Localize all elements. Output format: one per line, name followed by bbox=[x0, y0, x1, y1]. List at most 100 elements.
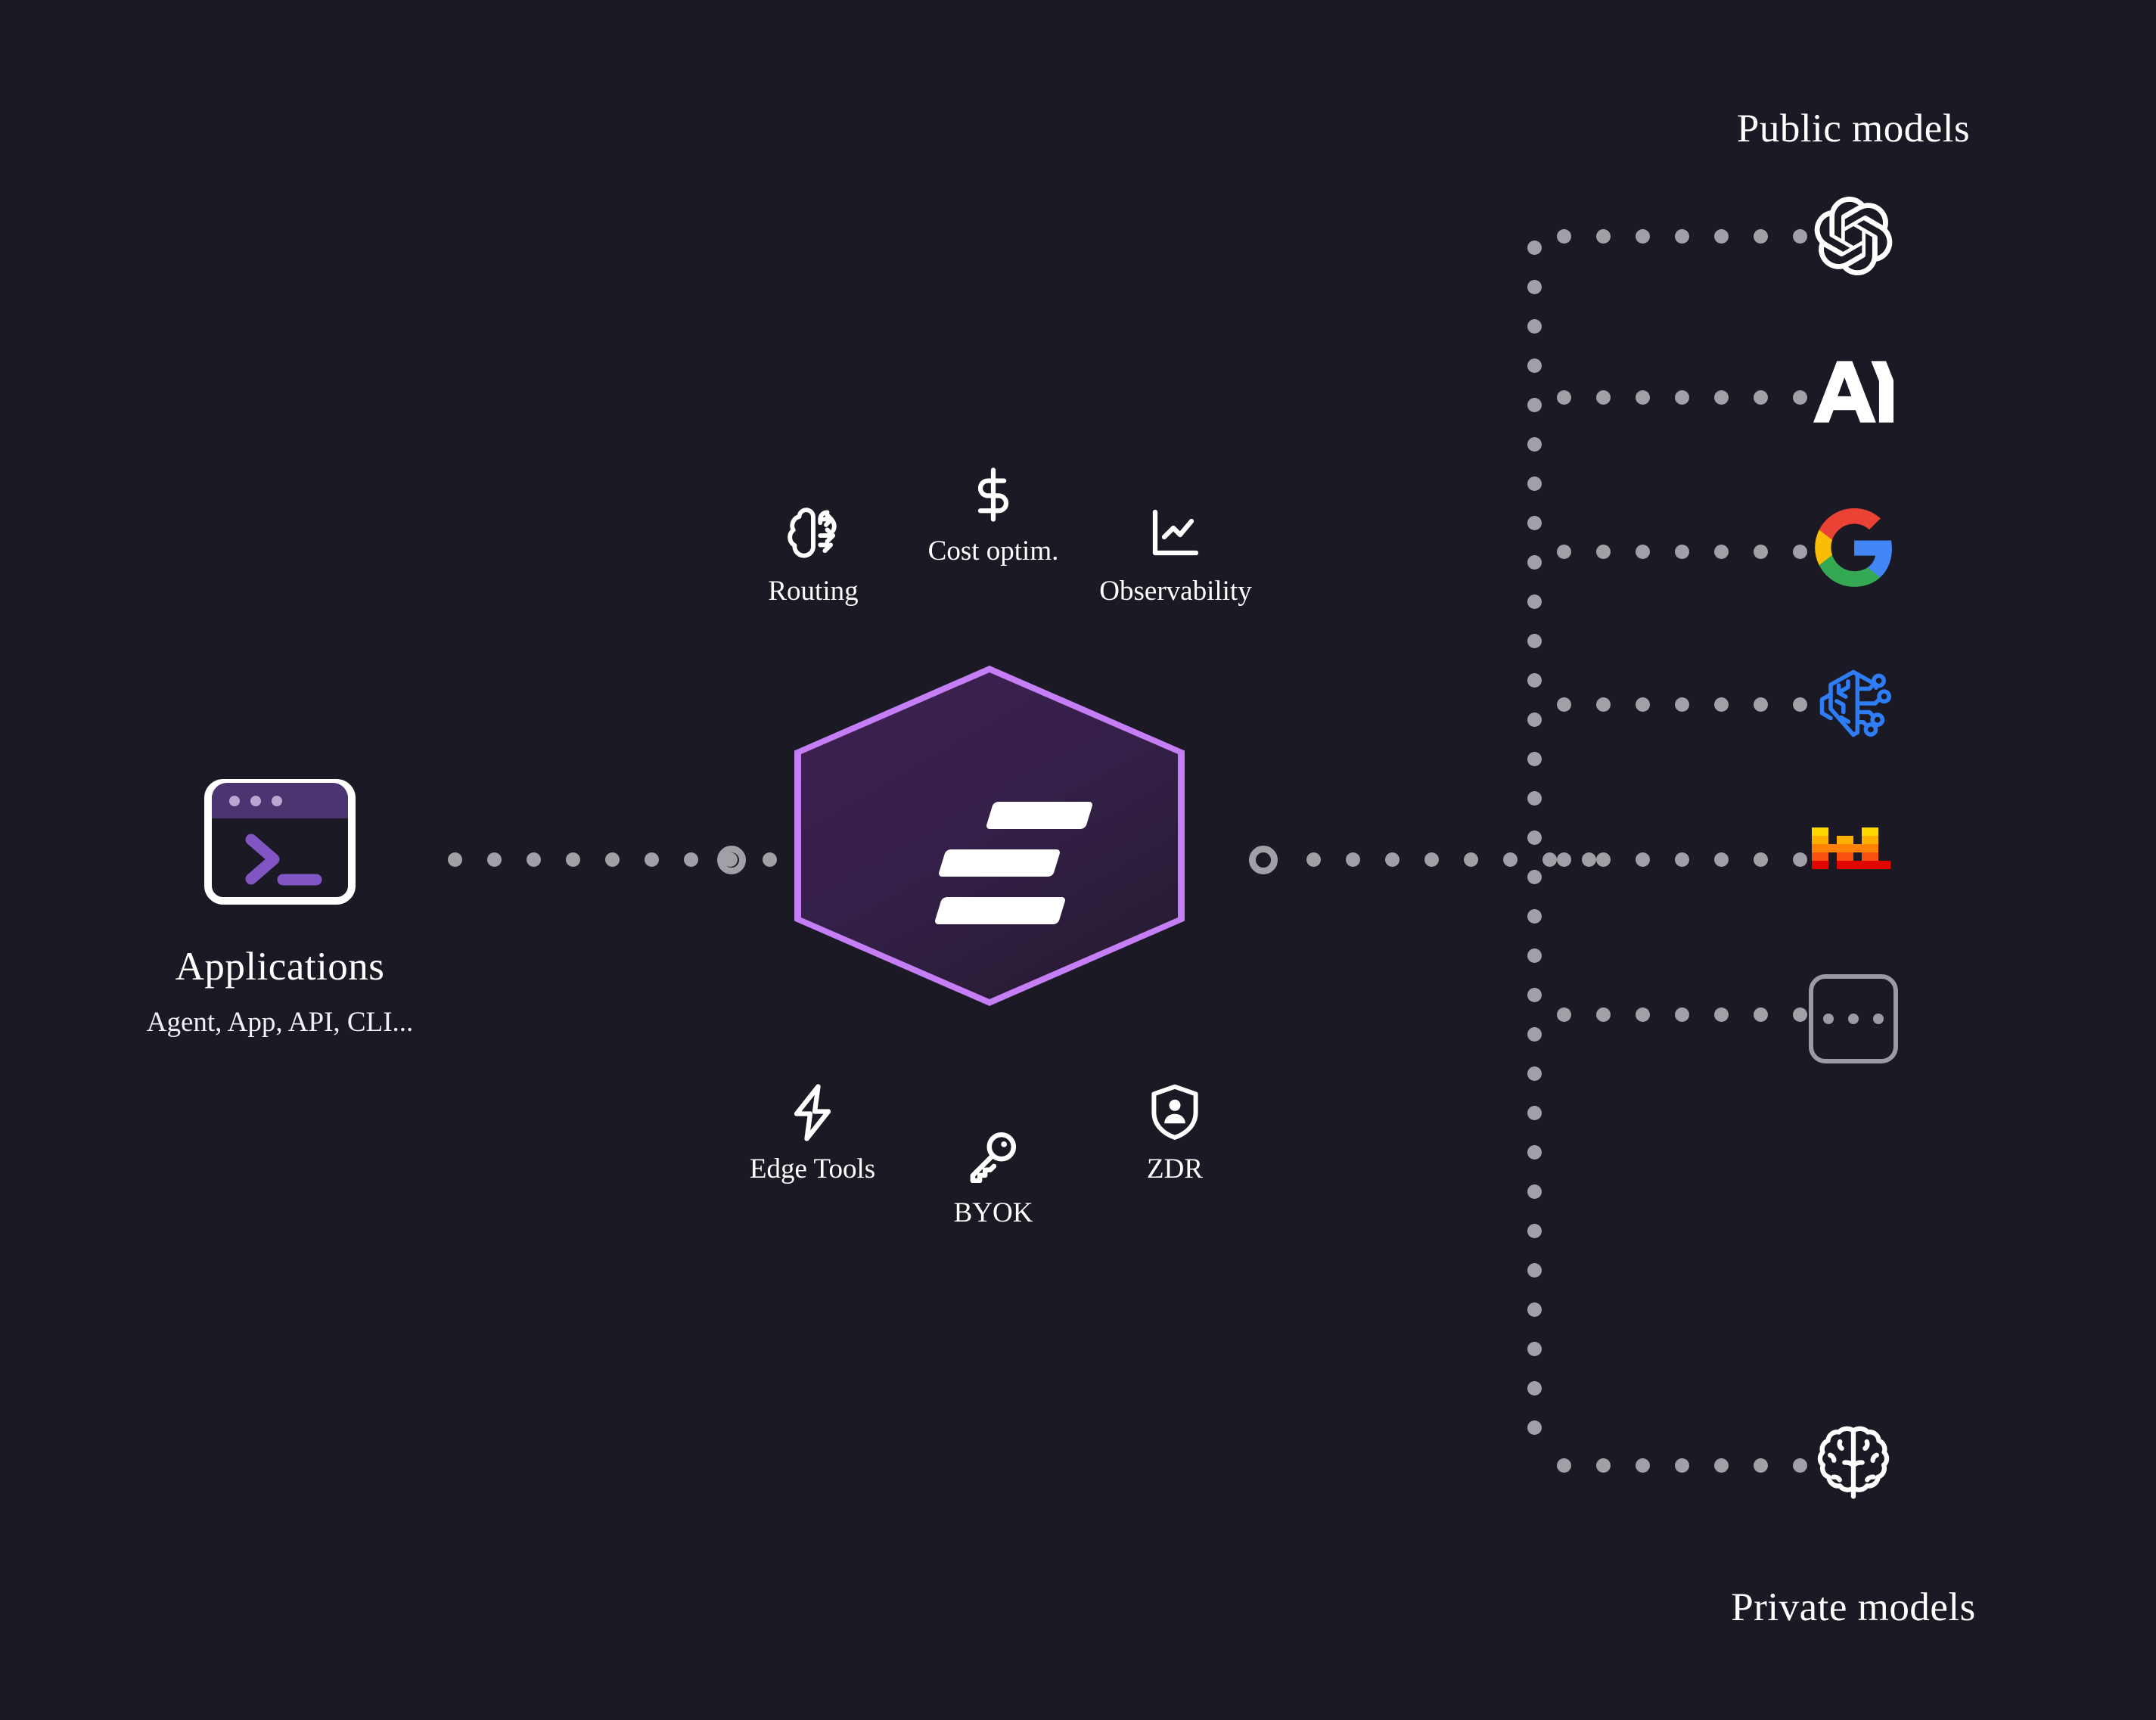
lightning-bolt-icon bbox=[785, 1083, 840, 1142]
branch-dot bbox=[1636, 390, 1650, 405]
feature-label: ZDR bbox=[1147, 1153, 1203, 1184]
connector-dot bbox=[487, 852, 502, 867]
ellipsis-dot bbox=[1873, 1014, 1884, 1024]
branch-dot bbox=[1675, 1007, 1689, 1022]
connector-dot bbox=[684, 852, 698, 867]
bus-dot bbox=[1527, 1145, 1542, 1160]
branch-dot bbox=[1793, 545, 1807, 559]
bus-dot bbox=[1527, 595, 1542, 609]
bus-dot bbox=[1527, 1381, 1542, 1396]
more-providers-box bbox=[1809, 974, 1898, 1063]
ai-circuit-brain-logo bbox=[1808, 658, 1899, 749]
branch-dot bbox=[1675, 852, 1689, 867]
connector-dot bbox=[645, 852, 659, 867]
bus-dot bbox=[1527, 555, 1542, 570]
feature-label: Cost optim. bbox=[927, 536, 1059, 567]
branch-to-google bbox=[1557, 545, 1807, 559]
branch-dot bbox=[1714, 1007, 1729, 1022]
connector-ring-right bbox=[1249, 846, 1278, 874]
branch-dot bbox=[1793, 1007, 1807, 1022]
branch-dot bbox=[1754, 1007, 1768, 1022]
branch-dot bbox=[1596, 1007, 1611, 1022]
branch-to-private-models bbox=[1557, 1458, 1807, 1473]
mistral-logo bbox=[1808, 815, 1899, 906]
branch-dot bbox=[1714, 1458, 1729, 1473]
bus-dot bbox=[1527, 791, 1542, 806]
branch-dot bbox=[1793, 390, 1807, 405]
connector-dot bbox=[1464, 852, 1478, 867]
bus-dot bbox=[1527, 634, 1542, 648]
bus-dot bbox=[1527, 1224, 1542, 1238]
bus-dot bbox=[1527, 1302, 1542, 1317]
connector-dot bbox=[1582, 852, 1596, 867]
feature-label: Observability bbox=[1099, 576, 1252, 607]
branch-dot bbox=[1754, 390, 1768, 405]
branch-dot bbox=[1714, 852, 1729, 867]
branch-dot bbox=[1557, 1458, 1571, 1473]
branch-dot bbox=[1596, 1458, 1611, 1473]
openai-logo bbox=[1808, 191, 1899, 281]
branch-dot bbox=[1636, 697, 1650, 712]
brain-outline-icon bbox=[1808, 1418, 1899, 1509]
ellipsis-box-icon bbox=[1808, 973, 1899, 1064]
google-logo bbox=[1808, 503, 1899, 594]
logo-bar bbox=[937, 849, 1061, 877]
branch-dot bbox=[1636, 545, 1650, 559]
connector-ring-left bbox=[717, 846, 746, 874]
branch-dot bbox=[1636, 229, 1650, 244]
branch-dot bbox=[1675, 1458, 1689, 1473]
key-icon bbox=[965, 1127, 1021, 1183]
feature-label: BYOK bbox=[953, 1197, 1033, 1228]
bus-dot bbox=[1527, 870, 1542, 884]
connector-dot bbox=[448, 852, 462, 867]
branch-dot bbox=[1557, 1007, 1571, 1022]
anthropic-logo bbox=[1808, 346, 1899, 437]
branch-to-anthropic bbox=[1557, 390, 1807, 405]
branch-dot bbox=[1636, 1007, 1650, 1022]
bus-dot bbox=[1527, 359, 1542, 373]
applications-title: Applications bbox=[175, 945, 385, 989]
connector-dot bbox=[1346, 852, 1360, 867]
feature-label: Edge Tools bbox=[749, 1153, 876, 1184]
ellipsis-dot bbox=[1848, 1014, 1859, 1024]
hexagon-fill bbox=[801, 672, 1178, 999]
bus-dot bbox=[1527, 280, 1542, 294]
bus-dot bbox=[1527, 319, 1542, 334]
logo-bar bbox=[934, 897, 1067, 924]
bus-dot bbox=[1527, 673, 1542, 688]
branch-dot bbox=[1754, 229, 1768, 244]
branch-dot bbox=[1754, 545, 1768, 559]
branch-dot bbox=[1714, 229, 1729, 244]
branch-dot bbox=[1557, 390, 1571, 405]
branch-dot bbox=[1675, 390, 1689, 405]
bus-dot bbox=[1527, 988, 1542, 1002]
bus-dot bbox=[1527, 909, 1542, 924]
gateway-hexagon-logo bbox=[769, 640, 1210, 1032]
connector-dot bbox=[1385, 852, 1400, 867]
bus-dot bbox=[1527, 831, 1542, 845]
public-models-title: Public models bbox=[1736, 107, 1971, 151]
branch-dot bbox=[1675, 697, 1689, 712]
branch-dot bbox=[1596, 697, 1611, 712]
branch-dot bbox=[1714, 545, 1729, 559]
bus-dot bbox=[1527, 1420, 1542, 1435]
branch-dot bbox=[1793, 852, 1807, 867]
applications-subtitle: Agent, App, API, CLI... bbox=[146, 1007, 414, 1038]
connector-dot bbox=[1306, 852, 1321, 867]
branch-dot bbox=[1754, 1458, 1768, 1473]
bus-dot bbox=[1527, 1106, 1542, 1120]
connector-dot bbox=[527, 852, 541, 867]
bus-dot bbox=[1527, 1066, 1542, 1081]
logo-bar bbox=[985, 802, 1094, 829]
bus-dot bbox=[1527, 516, 1542, 530]
bus-dot bbox=[1527, 1027, 1542, 1042]
bus-dot bbox=[1527, 1263, 1542, 1278]
model-bus-vertical-line bbox=[1527, 241, 1542, 1435]
branch-dot bbox=[1675, 545, 1689, 559]
connector-dot bbox=[1424, 852, 1439, 867]
feature-label: Routing bbox=[768, 576, 859, 607]
bus-dot bbox=[1527, 948, 1542, 963]
ellipsis-dot bbox=[1823, 1014, 1834, 1024]
dollar-sign-icon bbox=[968, 465, 1019, 524]
connector-core-to-bus bbox=[1306, 852, 1596, 867]
